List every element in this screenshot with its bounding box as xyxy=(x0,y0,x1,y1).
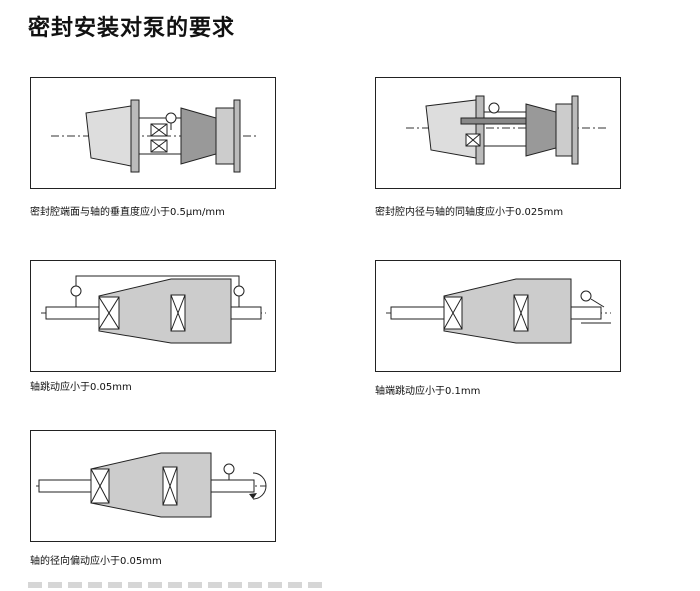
figure-shaft-end-runout xyxy=(375,260,621,372)
figure-face-perpendicularity xyxy=(30,77,276,189)
figure-5-caption: 轴的径向偏动应小于0.05mm xyxy=(30,556,162,567)
figure-1-caption: 密封腔端面与轴的垂直度应小于0.5μm/mm xyxy=(30,207,225,218)
figure-4-caption: 轴端跳动应小于0.1mm xyxy=(375,386,481,397)
page-title: 密封安装对泵的要求 xyxy=(28,16,236,41)
shaft-runout-diagram xyxy=(41,275,266,344)
seal-chamber-diagram-1 xyxy=(51,99,256,173)
shaft-end-runout-diagram xyxy=(386,278,611,344)
figure-3-caption: 轴跳动应小于0.05mm xyxy=(30,382,132,393)
radial-deflection-diagram xyxy=(36,452,267,518)
figure-radial-deflection xyxy=(30,430,276,542)
page-footer-line xyxy=(28,582,328,588)
figure-2-caption: 密封腔内径与轴的同轴度应小于0.025mm xyxy=(375,207,564,218)
figure-shaft-runout xyxy=(30,260,276,372)
figure-bore-concentricity xyxy=(375,77,621,189)
seal-chamber-diagram-2 xyxy=(406,95,606,165)
